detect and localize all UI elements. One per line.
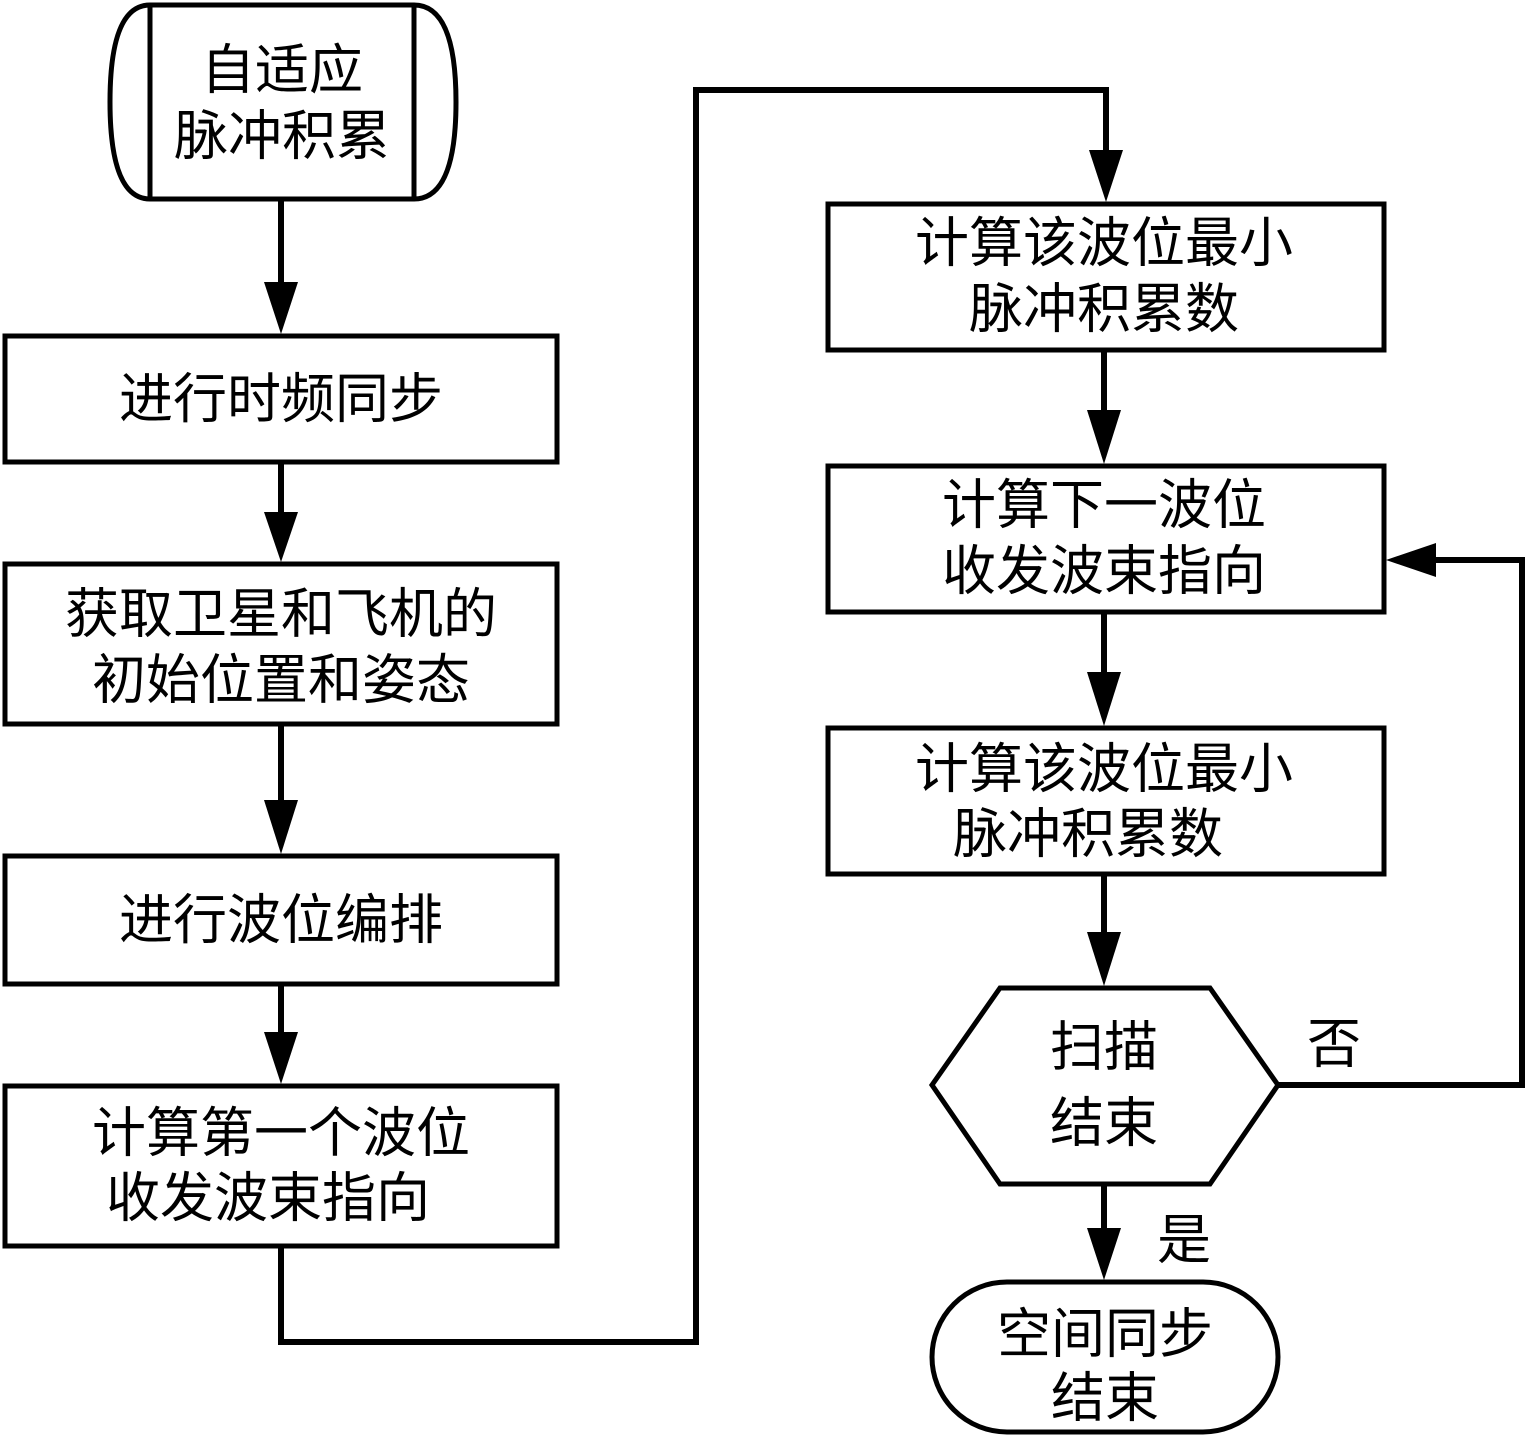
- min-pulse-2-node: 计算该波位最小 脉冲积累数: [825, 725, 1387, 877]
- connector-pose-to-layout: [264, 724, 298, 854]
- connector-decision-no-loop: [1278, 543, 1525, 1088]
- connector-decision-yes-to-end: [1087, 1184, 1121, 1280]
- connector-firstbeam-to-minpulse1: [278, 87, 1123, 1345]
- first-beam-node: 计算第一个波位 收发波束指向: [2, 1083, 560, 1249]
- beam-layout-node: 进行波位编排: [2, 853, 560, 987]
- time-sync-label: 进行时频同步: [119, 368, 443, 431]
- scan-done-line-2: 结束: [1050, 1092, 1158, 1155]
- time-sync-node: 进行时频同步: [2, 333, 560, 465]
- get-pose-line-2: 初始位置和姿态: [92, 649, 470, 712]
- end-node: 空间同步 结束: [929, 1279, 1281, 1435]
- min-pulse-1-node: 计算该波位最小 脉冲积累数: [825, 201, 1387, 353]
- min-pulse-1-line-2: 脉冲积累数: [969, 278, 1239, 341]
- connector-timesync-to-pose: [264, 462, 298, 562]
- start-node-line-1: 自适应: [201, 39, 363, 102]
- branch-no-label: 否: [1307, 1013, 1361, 1076]
- next-beam-node: 计算下一波位 收发波束指向: [825, 463, 1387, 615]
- connector-layout-to-firstbeam: [264, 984, 298, 1084]
- min-pulse-2-line-1: 计算该波位最小: [915, 738, 1293, 801]
- first-beam-line-2: 收发波束指向: [106, 1167, 430, 1230]
- min-pulse-2-line-2: 脉冲积累数: [953, 803, 1223, 866]
- min-pulse-1-line-1: 计算该波位最小: [915, 212, 1293, 275]
- end-line-2: 结束: [1051, 1367, 1159, 1430]
- end-line-1: 空间同步: [997, 1303, 1213, 1366]
- beam-layout-label: 进行波位编排: [119, 889, 443, 952]
- scan-done-decision: 扫描 结束: [928, 985, 1282, 1187]
- next-beam-line-1: 计算下一波位: [942, 474, 1266, 537]
- branch-yes-label: 是: [1157, 1209, 1211, 1272]
- connector-minpulse2-to-decision: [1087, 874, 1121, 986]
- scan-done-line-1: 扫描: [1050, 1016, 1158, 1079]
- first-beam-line-1: 计算第一个波位: [92, 1102, 470, 1165]
- get-pose-line-1: 获取卫星和飞机的: [65, 583, 497, 646]
- connector-minpulse1-to-nextbeam: [1087, 350, 1121, 464]
- connector-nextbeam-to-minpulse2: [1087, 612, 1121, 726]
- start-node: 自适应 脉冲积累: [107, 2, 459, 202]
- next-beam-line-2: 收发波束指向: [942, 540, 1266, 603]
- get-pose-node: 获取卫星和飞机的 初始位置和姿态: [2, 561, 560, 727]
- connector-start-to-timesync: [264, 199, 298, 334]
- start-node-line-2: 脉冲积累: [174, 105, 390, 168]
